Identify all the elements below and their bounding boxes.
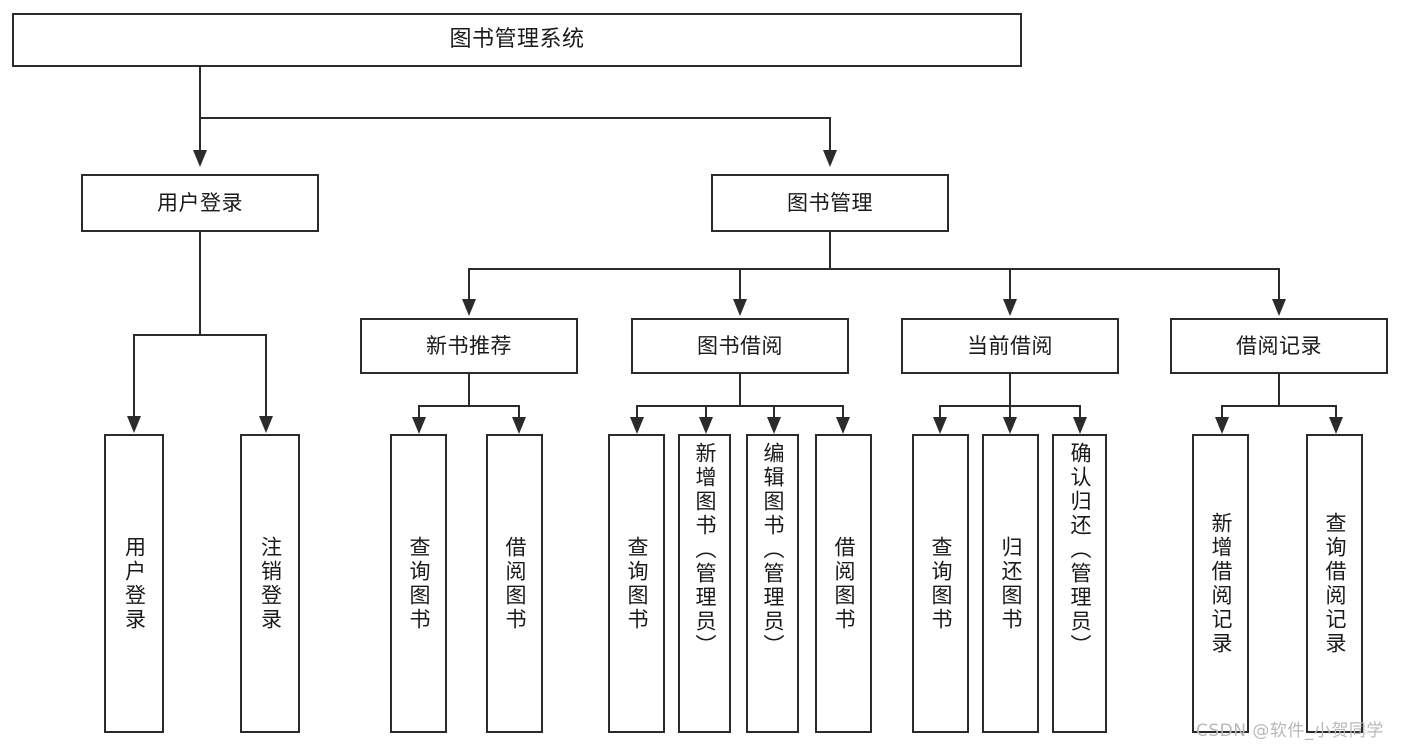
- connector-user-login-child-2: [265, 334, 267, 418]
- connector-root-to-book-manage: [829, 117, 831, 152]
- connector-book-manage-child-2: [739, 268, 741, 301]
- node-label: 用户登录: [157, 190, 243, 215]
- connector-current-borrow-child-3: [1079, 405, 1081, 419]
- node-label: 新增借阅记录: [1209, 511, 1233, 656]
- connector-root-bar: [199, 117, 831, 119]
- arrow-user-login-child-1: [127, 416, 141, 433]
- node-label: 查询图书: [625, 535, 649, 632]
- node-label: 图书管理: [787, 190, 873, 215]
- connector-book-manage-child-1: [468, 268, 470, 301]
- arrow-book-manage-child-4: [1272, 299, 1286, 316]
- arrow-new-book-recommend-child-1: [412, 417, 426, 434]
- arrow-borrow-record-child-2: [1329, 417, 1343, 434]
- leaf-user-login[interactable]: 用户登录: [104, 434, 164, 733]
- leaf-logout-login[interactable]: 注销登录: [240, 434, 300, 733]
- leaf-query-book-3[interactable]: 查询图书: [912, 434, 969, 733]
- connector-root-stem: [199, 67, 201, 119]
- node-label: 借阅图书: [503, 535, 527, 632]
- connector-borrow-record-stem: [1278, 374, 1280, 407]
- node-label: 图书借阅: [697, 333, 783, 358]
- connector-book-borrow-stem: [739, 374, 741, 407]
- node-label: 查询图书: [407, 535, 431, 632]
- leaf-query-book-2[interactable]: 查询图书: [608, 434, 665, 733]
- node-user-login[interactable]: 用户登录: [81, 174, 319, 232]
- node-new-book-recommend[interactable]: 新书推荐: [360, 318, 578, 374]
- connector-book-manage-child-4: [1278, 268, 1280, 301]
- node-label: 图书管理系统: [449, 27, 585, 53]
- connector-new-book-recommend-child-2: [518, 405, 520, 419]
- leaf-confirm-return-admin[interactable]: 确认归还（管理员）: [1052, 434, 1107, 733]
- connector-book-borrow-child-3: [773, 405, 775, 419]
- node-label: 新书推荐: [426, 333, 512, 358]
- node-book-borrow[interactable]: 图书借阅: [631, 318, 849, 374]
- arrow-root-to-book-manage: [823, 150, 837, 167]
- arrow-book-borrow-child-2: [699, 417, 713, 434]
- arrow-book-manage-child-2: [733, 299, 747, 316]
- node-label: 确认归还（管理员）: [1068, 442, 1092, 658]
- leaf-borrow-book-2[interactable]: 借阅图书: [815, 434, 872, 733]
- arrow-book-borrow-child-3: [767, 417, 781, 434]
- connector-borrow-record-child-1: [1221, 405, 1223, 419]
- leaf-return-book[interactable]: 归还图书: [982, 434, 1039, 733]
- connector-current-borrow-stem: [1009, 374, 1011, 407]
- arrow-current-borrow-child-2: [1003, 417, 1017, 434]
- arrow-root-to-user-login: [193, 150, 207, 167]
- arrow-current-borrow-child-1: [933, 417, 947, 434]
- connector-book-manage-child-3: [1009, 268, 1011, 301]
- node-label: 当前借阅: [967, 333, 1053, 358]
- connector-new-book-recommend-bar: [418, 405, 520, 407]
- connector-root-to-user-login: [199, 117, 201, 152]
- connector-borrow-record-bar: [1221, 405, 1337, 407]
- node-label: 借阅记录: [1236, 333, 1322, 358]
- node-label: 借阅图书: [832, 535, 856, 632]
- connector-book-borrow-child-2: [705, 405, 707, 419]
- connector-book-borrow-bar: [636, 405, 844, 407]
- arrow-borrow-record-child-1: [1215, 417, 1229, 434]
- connector-user-login-bar: [133, 334, 267, 336]
- leaf-query-book-1[interactable]: 查询图书: [390, 434, 447, 733]
- node-label: 注销登录: [258, 535, 283, 632]
- arrow-user-login-child-2: [259, 416, 273, 433]
- node-label: 查询图书: [929, 535, 953, 632]
- leaf-edit-book-admin[interactable]: 编辑图书（管理员）: [746, 434, 799, 733]
- node-borrow-record[interactable]: 借阅记录: [1170, 318, 1388, 374]
- connector-current-borrow-child-2: [1009, 405, 1011, 419]
- connector-borrow-record-child-2: [1335, 405, 1337, 419]
- arrow-book-manage-child-3: [1003, 299, 1017, 316]
- watermark-text: CSDN @软件_小贺同学: [1196, 721, 1384, 741]
- arrow-new-book-recommend-child-2: [512, 417, 526, 434]
- connector-book-borrow-child-4: [842, 405, 844, 419]
- connector-current-borrow-child-1: [939, 405, 941, 419]
- node-current-borrow[interactable]: 当前借阅: [901, 318, 1119, 374]
- leaf-add-borrow-record[interactable]: 新增借阅记录: [1192, 434, 1249, 733]
- node-label: 归还图书: [999, 535, 1023, 632]
- connector-user-login-stem: [199, 232, 201, 336]
- leaf-add-book-admin[interactable]: 新增图书（管理员）: [678, 434, 731, 733]
- connector-book-borrow-child-1: [636, 405, 638, 419]
- leaf-query-borrow-record[interactable]: 查询借阅记录: [1306, 434, 1363, 733]
- arrow-current-borrow-child-3: [1073, 417, 1087, 434]
- connector-new-book-recommend-stem: [468, 374, 470, 407]
- connector-new-book-recommend-child-1: [418, 405, 420, 419]
- node-label: 编辑图书（管理员）: [761, 442, 785, 658]
- leaf-borrow-book-1[interactable]: 借阅图书: [486, 434, 543, 733]
- node-label: 查询借阅记录: [1323, 511, 1347, 656]
- node-book-manage[interactable]: 图书管理: [711, 174, 949, 232]
- connector-user-login-child-1: [133, 334, 135, 418]
- node-label: 用户登录: [122, 535, 147, 632]
- node-root-system[interactable]: 图书管理系统: [12, 13, 1022, 67]
- node-label: 新增图书（管理员）: [693, 442, 717, 658]
- connector-book-manage-bar: [468, 268, 1279, 270]
- connector-book-manage-stem: [829, 232, 831, 270]
- arrow-book-borrow-child-1: [630, 417, 644, 434]
- arrow-book-borrow-child-4: [836, 417, 850, 434]
- arrow-book-manage-child-1: [462, 299, 476, 316]
